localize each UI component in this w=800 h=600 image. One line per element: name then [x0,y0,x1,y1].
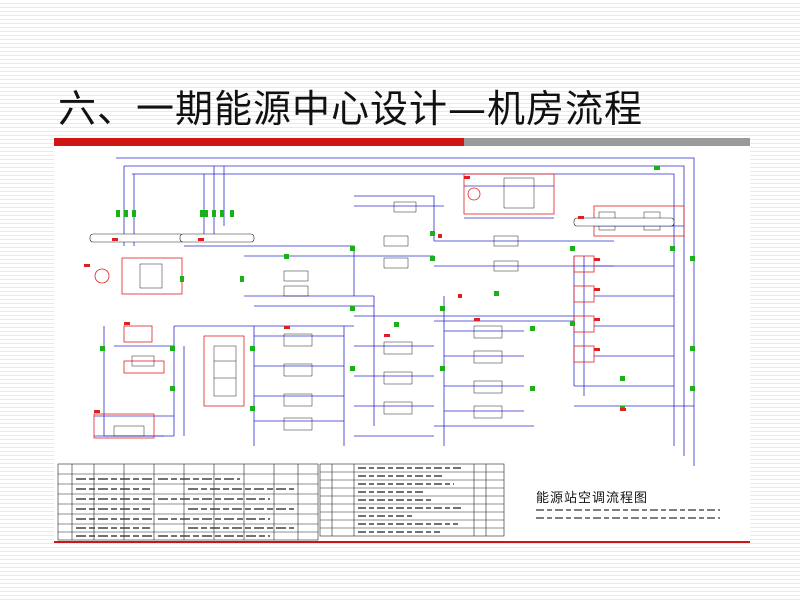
legend-table-text [358,467,464,533]
title-underline-gray [464,138,750,146]
equipment-table [57,463,319,541]
title-underline-red [54,138,464,146]
pipe-network [90,157,695,466]
slide-title: 六、一期能源中心设计—机房流程 [58,87,644,131]
legend-table [319,463,505,537]
equipment-tags [84,176,626,413]
diagram-caption: 能源站空调流程图 [536,491,649,506]
hvac-flow-diagram [57,157,720,541]
bottom-rule [54,541,750,543]
equipment-table-text [76,478,294,537]
valves [100,166,695,411]
header-vessels [89,217,675,243]
equipment-units [93,173,685,439]
caption-notes [536,509,720,519]
